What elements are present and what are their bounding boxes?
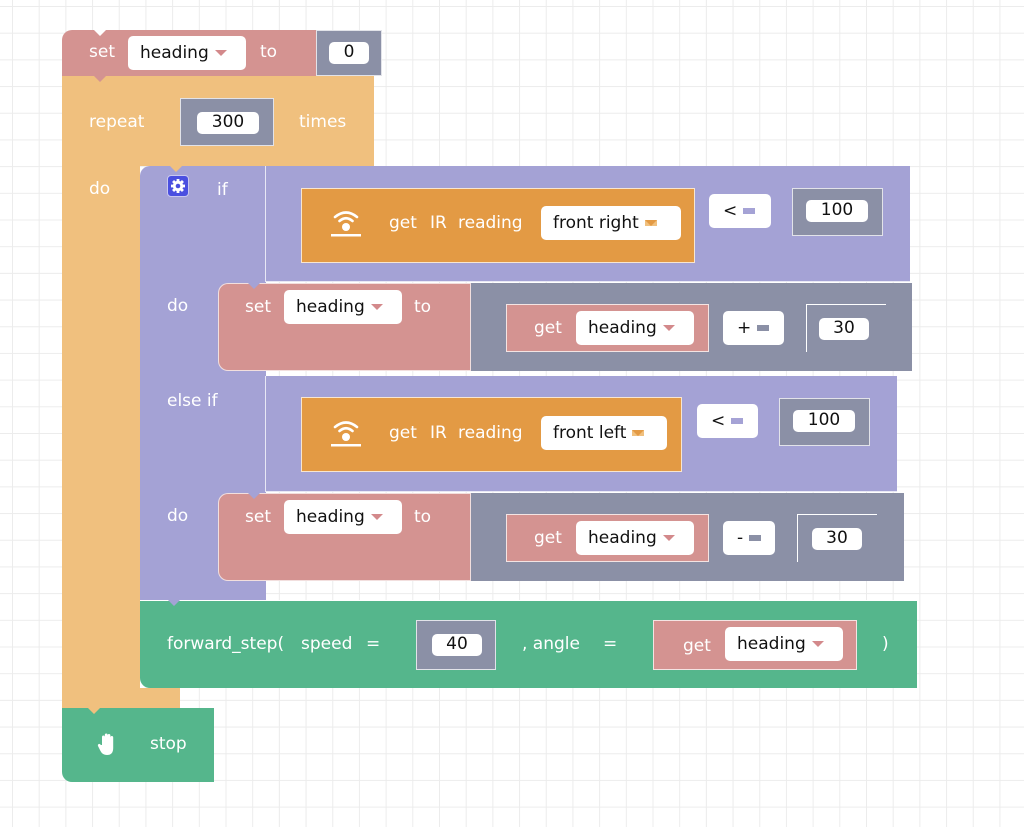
number-input[interactable]: 100 bbox=[806, 200, 868, 222]
to-label: to bbox=[414, 507, 432, 527]
speed-number-block[interactable] bbox=[416, 620, 496, 670]
stop-label: stop bbox=[150, 734, 187, 754]
if-label: if bbox=[217, 180, 228, 200]
chevron-down-icon bbox=[662, 535, 675, 541]
variable-name: heading bbox=[296, 507, 365, 527]
repeat-block-foot bbox=[62, 688, 180, 708]
variable-dropdown-heading[interactable]: heading bbox=[284, 500, 402, 534]
variable-name: heading bbox=[588, 318, 657, 338]
chevron-down-icon bbox=[757, 325, 770, 331]
operator-dropdown[interactable]: + bbox=[723, 311, 784, 345]
function-label: forward_step( bbox=[167, 634, 285, 654]
times-label: times bbox=[299, 112, 347, 132]
variable-name: heading bbox=[737, 634, 806, 654]
operator-symbol: < bbox=[723, 201, 738, 221]
repeat-label: repeat bbox=[89, 112, 145, 132]
number-block[interactable] bbox=[797, 514, 877, 562]
operator-symbol: - bbox=[737, 528, 744, 548]
equals-label: = bbox=[366, 634, 381, 654]
get-label: get bbox=[683, 636, 711, 656]
angle-label: , angle bbox=[522, 634, 580, 654]
set-label: set bbox=[245, 507, 271, 527]
ir-sensor-icon bbox=[331, 421, 361, 447]
set-label: set bbox=[89, 42, 115, 62]
number-input[interactable]: 30 bbox=[812, 528, 862, 550]
variable-name: heading bbox=[296, 297, 365, 317]
do-label: do bbox=[167, 506, 189, 526]
number-block[interactable] bbox=[806, 304, 886, 352]
number-input[interactable]: 0 bbox=[329, 42, 369, 64]
chevron-down-icon bbox=[662, 325, 675, 331]
do-label: do bbox=[89, 179, 111, 199]
ir-sensor-icon bbox=[331, 211, 361, 237]
variable-dropdown-heading[interactable]: heading bbox=[725, 627, 843, 661]
chevron-down-icon bbox=[632, 430, 645, 436]
block-notch bbox=[240, 493, 268, 501]
variable-dropdown-heading[interactable]: heading bbox=[576, 311, 694, 345]
gear-icon bbox=[171, 179, 185, 193]
variable-name: heading bbox=[588, 528, 657, 548]
sensor-dropdown[interactable]: front right bbox=[541, 206, 681, 240]
block-notch bbox=[160, 600, 188, 608]
to-label: to bbox=[414, 297, 432, 317]
variable-name: heading bbox=[140, 43, 209, 63]
operator-symbol: + bbox=[737, 318, 752, 338]
number-input[interactable]: 100 bbox=[793, 410, 855, 432]
equals-label: = bbox=[603, 634, 618, 654]
reading-label: reading bbox=[458, 213, 523, 233]
block-notch bbox=[240, 283, 268, 291]
get-label: get bbox=[534, 318, 562, 338]
block-notch bbox=[86, 76, 114, 84]
block-notch bbox=[86, 30, 114, 38]
block-notch bbox=[162, 166, 190, 174]
gear-button[interactable] bbox=[167, 175, 189, 197]
chevron-down-icon bbox=[743, 208, 756, 214]
speed-label: speed bbox=[301, 634, 353, 654]
variable-dropdown-heading[interactable]: heading bbox=[576, 521, 694, 555]
variable-dropdown-heading[interactable]: heading bbox=[284, 290, 402, 324]
ir-label: IR bbox=[430, 213, 447, 233]
variable-dropdown-heading[interactable]: heading bbox=[128, 36, 246, 70]
ir-label: IR bbox=[430, 423, 447, 443]
chevron-down-icon bbox=[644, 220, 657, 226]
get-label: get bbox=[534, 528, 562, 548]
reading-label: reading bbox=[458, 423, 523, 443]
get-label: get bbox=[389, 213, 417, 233]
else-if-label: else if bbox=[167, 391, 218, 411]
operator-dropdown[interactable]: - bbox=[723, 521, 775, 555]
get-label: get bbox=[389, 423, 417, 443]
chevron-down-icon bbox=[811, 641, 824, 647]
chevron-down-icon bbox=[370, 304, 383, 310]
operator-dropdown[interactable]: < bbox=[709, 194, 771, 228]
stop-block[interactable] bbox=[62, 708, 214, 782]
repeat-block-spine bbox=[62, 166, 140, 706]
set-label: set bbox=[245, 297, 271, 317]
hand-stop-icon bbox=[97, 733, 114, 755]
chevron-down-icon bbox=[214, 50, 227, 56]
chevron-down-icon bbox=[749, 535, 762, 541]
sensor-name: front left bbox=[553, 423, 627, 443]
operator-dropdown[interactable]: < bbox=[697, 404, 758, 438]
do-label: do bbox=[167, 296, 189, 316]
chevron-down-icon bbox=[370, 514, 383, 520]
repeat-count-input[interactable]: 300 bbox=[197, 112, 259, 134]
to-label: to bbox=[260, 42, 278, 62]
speed-input[interactable]: 40 bbox=[432, 634, 482, 656]
chevron-down-icon bbox=[731, 418, 744, 424]
block-notch bbox=[80, 708, 108, 716]
sensor-dropdown[interactable]: front left bbox=[541, 416, 667, 450]
sensor-name: front right bbox=[553, 213, 639, 233]
close-paren-label: ) bbox=[882, 634, 889, 654]
number-input[interactable]: 30 bbox=[819, 318, 869, 340]
operator-symbol: < bbox=[711, 411, 726, 431]
